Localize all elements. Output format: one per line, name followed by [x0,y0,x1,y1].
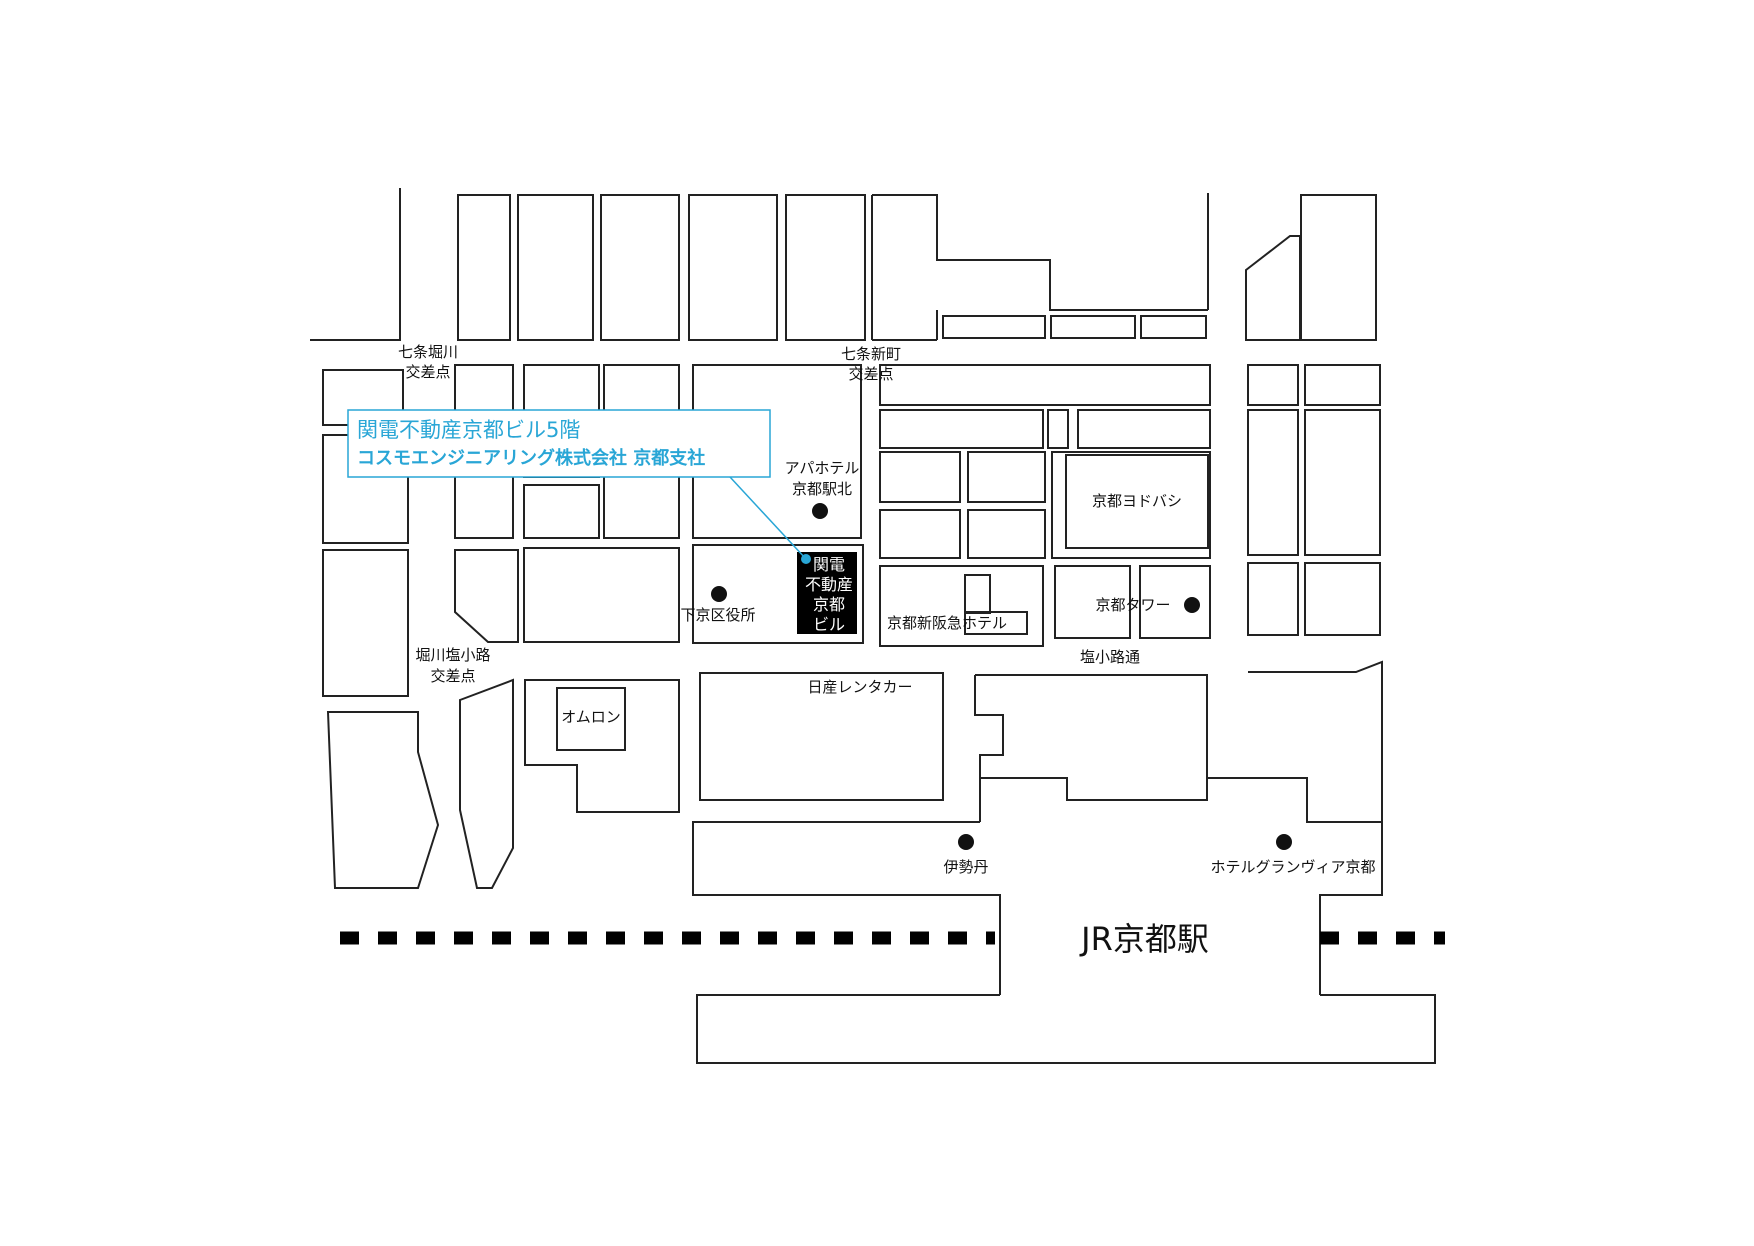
kyoto-tower-marker [1184,597,1200,613]
station-north-outline [974,675,1004,822]
intersection-label: 交差点 [848,365,893,383]
target-marker [801,554,811,564]
shimogyo-ward-marker [711,586,727,602]
block [1245,235,1301,341]
block [1054,565,1131,639]
landmark-label: 下京区役所 [680,606,755,624]
station-building-outline [692,821,1001,995]
block [879,509,961,559]
landmark-label: ホテルグランヴィア京都 [1210,858,1375,876]
block [879,409,1044,449]
block [600,194,680,341]
block-tower [1139,565,1211,639]
intersection-label: 堀川塩小路 [415,646,490,664]
intersection-label: 七条新町 [841,345,901,363]
blocks-south [326,660,1436,1064]
road-lines [310,188,1209,341]
landmark-label: 日産レンタカー [807,678,912,696]
landmark-label: 京都タワー [1095,596,1170,614]
landmark-label: 京都新阪急ホテル [887,614,1007,632]
block [1304,409,1381,556]
granvia-marker [1276,834,1292,850]
landmark-label: 伊勢丹 [943,858,988,876]
station-north-outline [980,660,1383,823]
street-label: 塩小路通 [1080,648,1140,666]
block [967,509,1046,559]
isetan-marker [958,834,974,850]
callout-leader [729,476,807,560]
intersection-label: 交差点 [430,667,475,685]
block-yodobashi [1051,451,1211,559]
target-label-line: 不動産 [805,575,853,594]
blocks-east [1247,364,1381,636]
block [785,194,866,341]
block-omron [524,679,680,813]
block [1300,194,1377,341]
target-building-label: 関電 不動産 京都 ビル [805,555,853,634]
target-label-line: ビル [813,615,845,634]
block [1304,364,1381,406]
block [967,451,1046,503]
landmark-label: アパホテル [785,459,860,477]
blocks-top-row [457,194,1377,341]
station-label: JR京都駅 [1079,920,1209,958]
callout-box [347,409,771,478]
block [523,484,600,539]
block [1077,409,1211,449]
station-south-outline [696,994,1436,1064]
block [1050,315,1136,339]
block-shimogyo [692,544,864,644]
block [322,549,409,697]
block [517,194,594,341]
block-nissan [699,672,944,801]
callout-line1: 関電不動産京都ビル5階 [357,418,580,442]
block [1047,409,1069,449]
block [326,711,440,889]
block-omron-inner [556,687,626,751]
callout: 関電不動産京都ビル5階 コスモエンジニアリング株式会社 京都支社 [347,409,811,564]
callout-line2: コスモエンジニアリング株式会社 京都支社 [357,447,705,469]
landmark-label: 京都駅北 [792,480,852,498]
block [1247,409,1299,556]
block [454,549,519,643]
block [879,364,1211,406]
blocks-center [692,364,1211,647]
station-building-outline [1319,822,1383,995]
target-label-line: 京都 [813,595,845,614]
apa-hotel-marker [812,503,828,519]
block [1247,562,1299,636]
target-label-line: 関電 [813,555,845,574]
landmark-label: 京都ヨドバシ [1092,492,1182,510]
map-labels: 七条堀川 交差点 七条新町 交差点 堀川塩小路 交差点 アパホテル 京都駅北 下… [398,343,1376,958]
landmark-label: オムロン [561,708,621,726]
block [1304,562,1381,636]
block [942,315,1046,339]
block [688,194,778,341]
block [457,194,511,341]
intersection-label: 七条堀川 [398,343,458,361]
block [523,547,680,643]
block-hankyu [879,565,1044,647]
block [1140,315,1207,339]
landmark-dots [711,503,1292,850]
block [1247,364,1299,406]
block [964,611,1028,635]
block [459,678,514,889]
target-building [797,552,857,634]
block [964,574,991,614]
station-north-outline [975,674,1208,778]
block-outline [872,194,1208,311]
intersection-label: 交差点 [405,363,450,381]
road-horikawa-north [310,188,401,341]
block-yodobashi-inner [1065,454,1209,549]
block [879,451,961,503]
